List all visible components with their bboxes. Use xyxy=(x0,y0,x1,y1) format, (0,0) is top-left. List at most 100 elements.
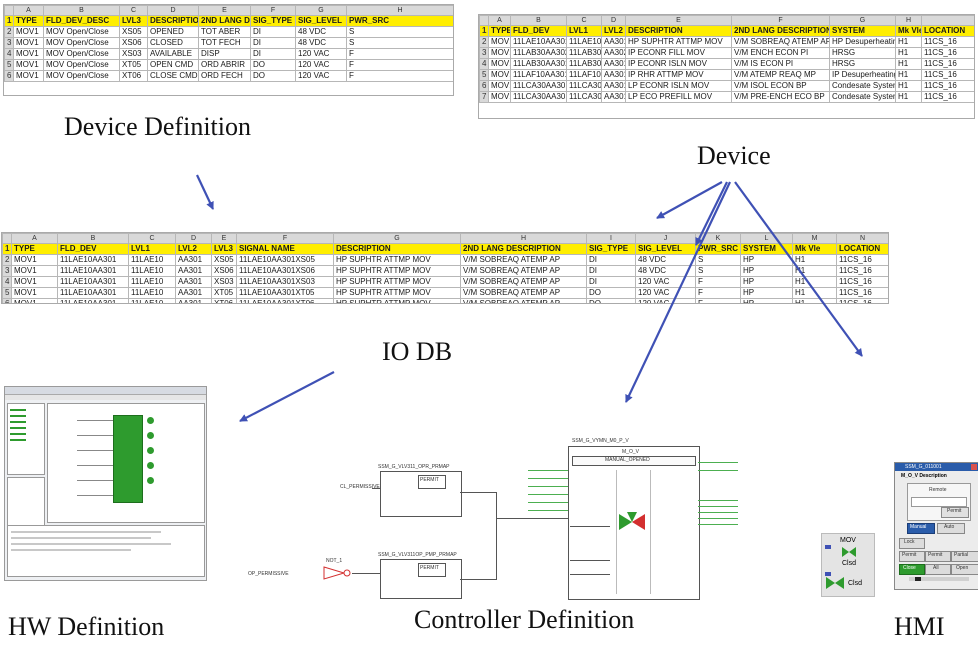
table-cell[interactable]: H1 xyxy=(895,36,922,48)
table-cell[interactable]: XS03 xyxy=(119,48,148,60)
table-cell[interactable]: V/M ENCH ECON PI xyxy=(731,47,830,59)
table-cell[interactable]: F xyxy=(695,287,741,299)
table-cell[interactable]: AA301 xyxy=(175,254,212,266)
table-cell[interactable]: 11CS_16 xyxy=(836,287,888,299)
table-cell[interactable]: MOV1 xyxy=(488,58,511,70)
table-cell[interactable]: CLOSED xyxy=(147,37,199,49)
table-cell[interactable]: 11LAE10 xyxy=(128,265,176,277)
all-button[interactable] xyxy=(925,564,951,575)
column-letter[interactable]: I xyxy=(586,233,636,244)
column-header[interactable]: LOCATION xyxy=(921,25,974,37)
table-cell[interactable]: DO xyxy=(586,298,636,303)
table-cell[interactable]: AA301 xyxy=(175,287,212,299)
table-cell[interactable]: 11CS_16 xyxy=(836,298,888,303)
column-header[interactable]: FLD_DEV_DESC xyxy=(43,15,120,27)
column-letter[interactable]: F xyxy=(236,233,334,244)
column-header[interactable]: SYSTEM xyxy=(740,243,793,255)
table-cell[interactable]: H1 xyxy=(792,298,837,303)
table-cell[interactable]: 48 VDC xyxy=(635,265,696,277)
auto-button[interactable] xyxy=(937,523,965,534)
table-cell[interactable]: 11CS_16 xyxy=(921,36,974,48)
column-letter[interactable]: C xyxy=(119,5,148,16)
table-cell[interactable]: 11LCA30AA301 xyxy=(510,80,567,92)
row-number[interactable]: 2 xyxy=(4,26,14,38)
table-cell[interactable]: HP SUPHTR ATTMP MOV xyxy=(333,254,461,266)
column-header[interactable]: SIGNAL NAME xyxy=(236,243,334,255)
table-cell[interactable]: HP SUPHTR ATTMP MOV xyxy=(333,265,461,277)
table-cell[interactable]: AVAILABLE xyxy=(147,48,199,60)
table-cell[interactable]: XT05 xyxy=(211,287,237,299)
table-cell[interactable]: ORD ABRIR xyxy=(198,59,251,71)
column-letter[interactable]: B xyxy=(57,233,129,244)
table-cell[interactable]: V/M SOBREAQ ATEMP AP xyxy=(460,298,587,303)
table-cell[interactable]: MOV1 xyxy=(13,70,44,82)
column-header[interactable]: SIG_LEVEL xyxy=(635,243,696,255)
column-letter[interactable]: A xyxy=(13,5,44,16)
column-header[interactable]: PWR_SRC xyxy=(346,15,453,27)
table-cell[interactable]: S xyxy=(695,254,741,266)
table-cell[interactable]: LP ECO PREFILL MOV xyxy=(625,91,732,103)
table-cell[interactable]: HP SUPHTR ATTMP MOV xyxy=(333,276,461,288)
column-letter[interactable]: L xyxy=(740,233,793,244)
table-cell[interactable]: 11CS_16 xyxy=(836,276,888,288)
column-header[interactable]: 2ND LANG DESCRIPTION xyxy=(460,243,587,255)
table-cell[interactable]: IP ECONR FILL MOV xyxy=(625,47,732,59)
row-number[interactable]: 3 xyxy=(479,47,489,59)
column-letter[interactable]: D xyxy=(601,15,626,26)
table-cell[interactable]: S xyxy=(346,37,453,49)
table-cell[interactable]: DO xyxy=(250,70,296,82)
table-cell[interactable]: MOV1 xyxy=(488,47,511,59)
table-cell[interactable]: 11LAE10AA301XS06 xyxy=(236,265,334,277)
table-cell[interactable]: 11LAB30AA301 xyxy=(510,58,567,70)
column-header[interactable]: FLD_DEV xyxy=(57,243,129,255)
table-cell[interactable]: 120 VAC xyxy=(295,70,347,82)
table-cell[interactable]: V/M SOBREAQ ATEMP AP xyxy=(460,287,587,299)
table-cell[interactable]: 11LAE10AA301XT06 xyxy=(236,298,334,303)
table-cell[interactable]: V/M SOBREAQ ATEMP AP xyxy=(731,36,830,48)
table-cell[interactable]: 11LCA30 xyxy=(566,80,602,92)
table-cell[interactable]: 11LCA30AA301 xyxy=(510,91,567,103)
table-cell[interactable]: 11LAE10AA301 xyxy=(57,298,129,303)
table-cell[interactable]: AA301 xyxy=(175,298,212,303)
column-letter[interactable]: H xyxy=(895,15,922,26)
table-cell[interactable]: MOV1 xyxy=(488,36,511,48)
column-letter[interactable]: F xyxy=(250,5,296,16)
column-header[interactable]: LVL2 xyxy=(601,25,626,37)
permit-button-3[interactable] xyxy=(925,551,951,562)
table-cell[interactable]: 11LAF10AA301 xyxy=(510,69,567,81)
table-cell[interactable]: H1 xyxy=(895,91,922,103)
table-cell[interactable]: HP xyxy=(740,287,793,299)
table-cell[interactable]: H1 xyxy=(792,254,837,266)
table-cell[interactable]: F xyxy=(346,59,453,71)
table-cell[interactable]: H1 xyxy=(895,69,922,81)
table-cell[interactable]: MOV1 xyxy=(13,59,44,71)
table-cell[interactable]: Condesate System xyxy=(829,80,896,92)
table-cell[interactable]: HP xyxy=(740,265,793,277)
row-number[interactable]: 2 xyxy=(479,36,489,48)
column-header[interactable]: SYSTEM xyxy=(829,25,896,37)
column-header[interactable]: 2ND LANG DESCRIPTION xyxy=(198,15,251,27)
table-cell[interactable]: F xyxy=(695,298,741,303)
table-cell[interactable]: H1 xyxy=(895,47,922,59)
column-letter[interactable]: F xyxy=(731,15,830,26)
table-cell[interactable]: AA301 xyxy=(601,36,626,48)
table-cell[interactable]: 11CS_16 xyxy=(921,69,974,81)
table-cell[interactable]: MOV1 xyxy=(13,26,44,38)
table-cell[interactable]: HP xyxy=(740,276,793,288)
row-number[interactable]: 4 xyxy=(4,48,14,60)
column-header[interactable]: TYPE xyxy=(13,15,44,27)
column-letter[interactable]: H xyxy=(460,233,587,244)
table-cell[interactable]: DISP xyxy=(198,48,251,60)
row-number[interactable]: 1 xyxy=(4,15,14,27)
column-letter[interactable]: D xyxy=(147,5,199,16)
column-header[interactable]: LOCATION xyxy=(836,243,888,255)
column-letter[interactable]: D xyxy=(175,233,212,244)
table-cell[interactable]: HP xyxy=(740,254,793,266)
row-number[interactable]: 4 xyxy=(479,58,489,70)
table-cell[interactable]: V/M SOBREAQ ATEMP AP xyxy=(460,254,587,266)
table-cell[interactable]: MOV1 xyxy=(11,265,58,277)
table-cell[interactable]: V/M SOBREAQ ATEMP AP xyxy=(460,276,587,288)
table-cell[interactable]: HP Desuperheating xyxy=(829,36,896,48)
table-cell[interactable]: AA301 xyxy=(601,91,626,103)
table-cell[interactable]: HP xyxy=(740,298,793,303)
